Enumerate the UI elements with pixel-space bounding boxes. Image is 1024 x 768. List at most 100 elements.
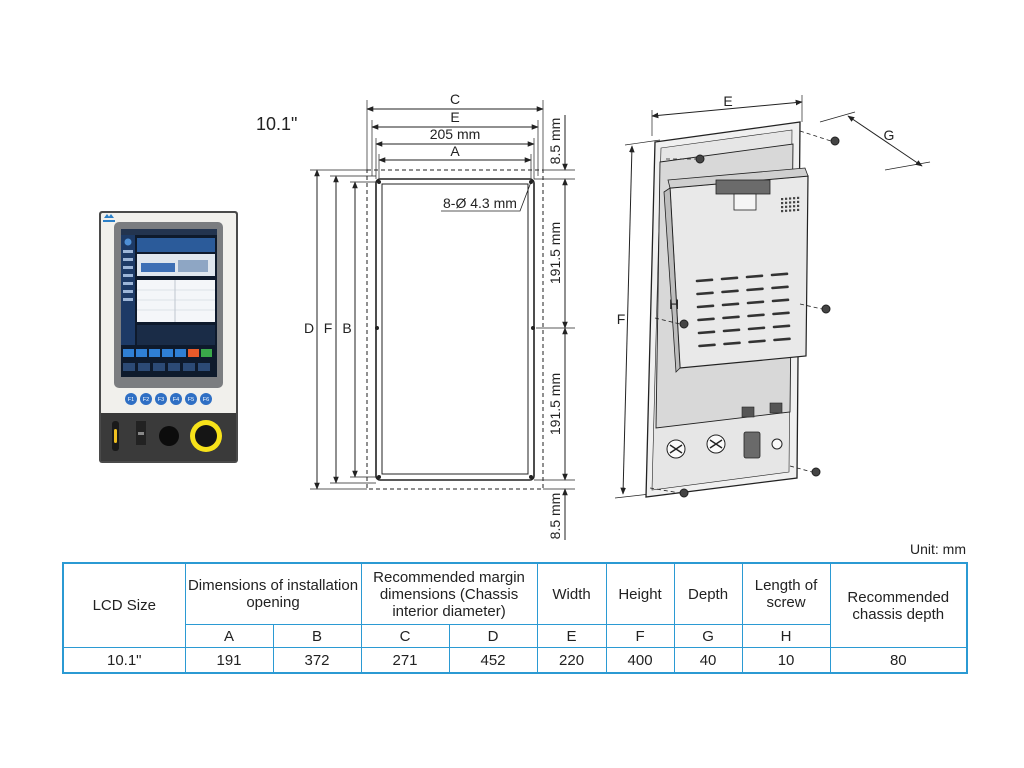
function-key-row: F1 F2 F3 F4 F5 F6 bbox=[125, 393, 212, 405]
vent-slot bbox=[771, 298, 790, 303]
letter-h: H bbox=[741, 624, 831, 648]
letter-b: B bbox=[272, 624, 362, 648]
grille-hole bbox=[797, 200, 800, 203]
grille-hole bbox=[793, 201, 796, 204]
cell-b: 372 bbox=[272, 647, 362, 674]
grille-hole bbox=[789, 197, 792, 200]
function-key-label: F4 bbox=[173, 397, 179, 403]
rear-port-connectors bbox=[666, 431, 783, 459]
header-height: Height bbox=[605, 562, 675, 625]
function-key-f4 bbox=[170, 393, 182, 405]
cell-a: 191 bbox=[184, 647, 274, 674]
cell-e-width: 220 bbox=[536, 647, 607, 674]
vent-slots bbox=[695, 272, 791, 348]
vent-slot bbox=[721, 302, 740, 307]
grille-hole bbox=[781, 198, 784, 201]
cell-chassis-depth: 80 bbox=[829, 647, 968, 674]
header-depth: Depth bbox=[673, 562, 743, 625]
dim-label-a: A bbox=[450, 143, 460, 159]
vent-slot bbox=[696, 304, 715, 309]
vent-slot bbox=[745, 274, 764, 279]
grille-hole bbox=[797, 196, 800, 199]
header-screw-length: Length of screw bbox=[741, 562, 831, 625]
back-label-e: E bbox=[723, 93, 732, 109]
hmi-back-view bbox=[614, 95, 931, 499]
grille-hole bbox=[793, 197, 796, 200]
letter-a: A bbox=[184, 624, 274, 648]
grille-hole bbox=[789, 205, 792, 208]
grille-hole bbox=[793, 209, 796, 212]
vent-slot bbox=[773, 337, 791, 342]
dimension-drawing: F1 F2 F3 F4 F5 F6 bbox=[99, 91, 931, 540]
dim-label-bottom-margin: 8.5 mm bbox=[547, 493, 563, 540]
dim-label-f: F bbox=[324, 320, 333, 336]
spec-table: LCD Size Dimensions of installation open… bbox=[62, 562, 969, 674]
grille-hole bbox=[781, 206, 784, 209]
vent-slot bbox=[696, 291, 714, 296]
function-key-label: F1 bbox=[128, 397, 134, 403]
grille-hole bbox=[785, 209, 788, 212]
back-label-g: G bbox=[884, 127, 895, 143]
vent-slot bbox=[695, 278, 714, 283]
back-view-labels: E G F H bbox=[617, 93, 895, 327]
cell-f-height: 400 bbox=[605, 647, 675, 674]
vent-slot bbox=[723, 341, 741, 346]
vent-slot bbox=[771, 285, 789, 290]
letter-d: D bbox=[448, 624, 538, 648]
back-label-h: H bbox=[669, 296, 679, 312]
selector-knob-icon bbox=[159, 426, 179, 446]
vent-slot bbox=[747, 326, 766, 331]
grille-hole bbox=[785, 201, 788, 204]
vent-slot bbox=[772, 324, 791, 329]
dim-label-e: E bbox=[450, 109, 459, 125]
function-key-f5 bbox=[185, 393, 197, 405]
function-key-label: F2 bbox=[143, 397, 149, 403]
header-chassis-depth: Recommended chassis depth bbox=[829, 562, 968, 648]
vent-slot bbox=[770, 272, 789, 277]
cell-lcd-size: 10.1" bbox=[62, 647, 186, 674]
header-lcd-size: LCD Size bbox=[62, 562, 186, 648]
cutout-outline bbox=[375, 178, 535, 481]
dim-label-205: 205 mm bbox=[430, 126, 481, 142]
vent-slot bbox=[722, 315, 740, 320]
dim-label-top-margin: 8.5 mm bbox=[547, 118, 563, 165]
lcd-size-title: 10.1" bbox=[256, 114, 298, 134]
letter-f: F bbox=[605, 624, 675, 648]
cell-h-screw: 10 bbox=[741, 647, 831, 674]
function-key-label: F5 bbox=[188, 397, 194, 403]
letter-e: E bbox=[536, 624, 607, 648]
function-key-label: F6 bbox=[203, 397, 209, 403]
grille-hole bbox=[797, 204, 800, 207]
grille-hole bbox=[781, 210, 784, 213]
brand-logo-icon bbox=[103, 214, 115, 222]
vent-slot bbox=[697, 317, 715, 322]
letter-c: C bbox=[360, 624, 450, 648]
panel-cutout-drawing bbox=[310, 100, 575, 540]
vent-slot bbox=[722, 328, 741, 333]
cell-g-depth: 40 bbox=[673, 647, 743, 674]
function-key-f2 bbox=[140, 393, 152, 405]
unit-label: Unit: mm bbox=[910, 541, 966, 557]
dim-label-upper-half: 191.5 mm bbox=[547, 222, 563, 284]
top-connector-icon bbox=[715, 179, 771, 195]
function-key-label: F3 bbox=[158, 397, 164, 403]
dim-label-c: C bbox=[450, 91, 460, 107]
vent-slot bbox=[748, 339, 766, 344]
header-margin-dimensions: Recommended margin dimensions (Chassis i… bbox=[360, 562, 538, 625]
cutout-labels: C E 205 mm A D F B 8-Ø 4.3 mm 8.5 mm 191… bbox=[304, 91, 563, 539]
hole-note: 8-Ø 4.3 mm bbox=[443, 195, 517, 211]
vent-slot bbox=[721, 289, 739, 294]
grille-hole bbox=[785, 205, 788, 208]
vent-slot bbox=[746, 287, 764, 292]
header-width: Width bbox=[536, 562, 607, 625]
vent-slot bbox=[698, 343, 716, 348]
grille-hole bbox=[797, 208, 800, 211]
cell-d: 452 bbox=[448, 647, 538, 674]
vent-slot bbox=[720, 276, 739, 281]
vent-slot bbox=[746, 300, 765, 305]
mounting-screws bbox=[649, 130, 840, 498]
grille-hole bbox=[789, 201, 792, 204]
function-key-f1 bbox=[125, 393, 137, 405]
grille-hole bbox=[781, 202, 784, 205]
dim-label-lower-half: 191.5 mm bbox=[547, 373, 563, 435]
